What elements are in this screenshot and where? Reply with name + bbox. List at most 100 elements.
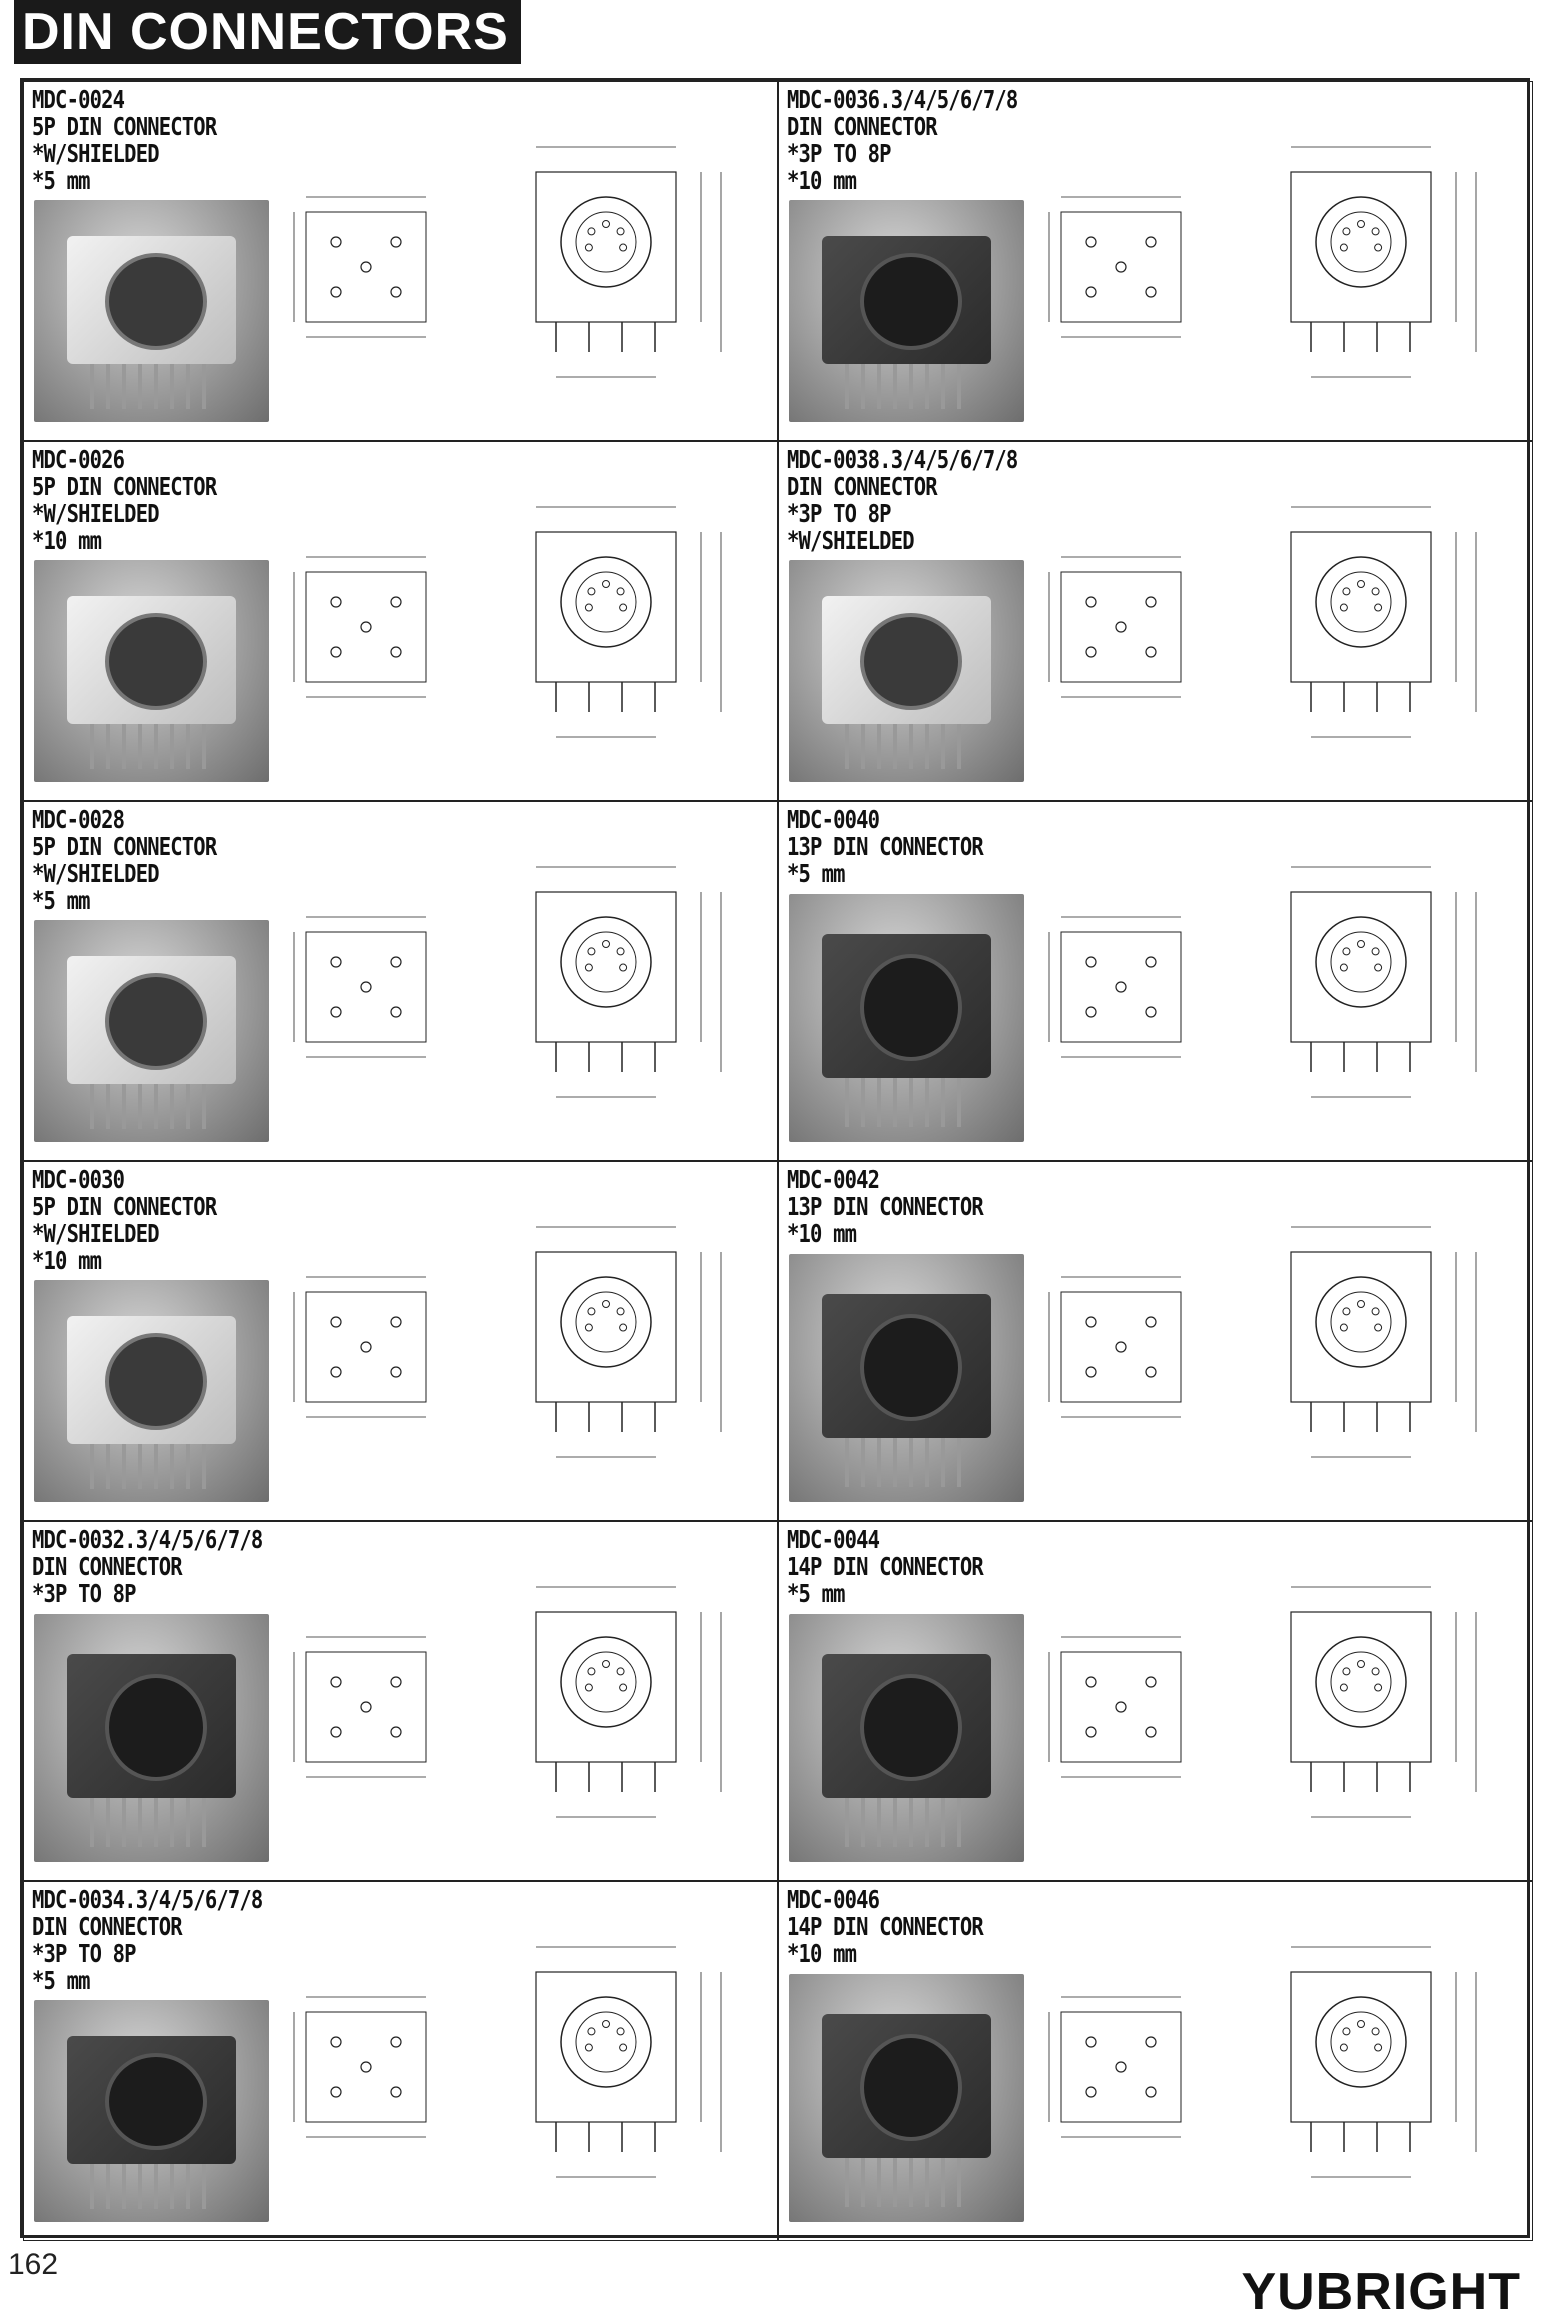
dimension-drawing: [1048, 506, 1477, 738]
dimension-drawing: [1048, 1946, 1477, 2178]
product-spec: *3P TO 8P: [787, 499, 892, 528]
footprint-outline: [1060, 1291, 1182, 1403]
pin-hole: [1115, 1701, 1127, 1713]
pin-hole: [1145, 286, 1157, 298]
product-code: MDC-0044: [787, 1525, 880, 1554]
photo-socket: [104, 973, 207, 1071]
product-spec: *W/SHIELDED: [32, 139, 160, 168]
contact-pin: [1374, 1683, 1383, 1692]
contact-pin: [1374, 1323, 1383, 1332]
connector-outline: [535, 891, 677, 1043]
contact-pin: [587, 227, 596, 236]
contact-pin: [616, 227, 625, 236]
product-code: MDC-0028: [32, 805, 125, 834]
pin-hole: [390, 1726, 402, 1738]
contact-pin: [1342, 2027, 1351, 2036]
photo-pins: [90, 724, 213, 769]
contact-pin: [1342, 1667, 1351, 1676]
photo-pins: [845, 724, 968, 769]
footprint-outline: [305, 571, 427, 683]
socket-ring: [560, 556, 652, 648]
connector-outline: [1290, 531, 1432, 683]
product-spec: 14P DIN CONNECTOR: [787, 1552, 984, 1581]
pin-hole: [1085, 1366, 1097, 1378]
socket-ring: [1315, 1276, 1407, 1368]
photo-pins: [845, 364, 968, 409]
product-code: MDC-0034.3/4/5/6/7/8: [32, 1885, 263, 1914]
product-code: MDC-0046: [787, 1885, 880, 1914]
product-spec: *3P TO 8P: [32, 1579, 137, 1608]
pin-hole: [390, 596, 402, 608]
pin-hole: [330, 2036, 342, 2048]
pin-hole: [1145, 1366, 1157, 1378]
photo-pins: [845, 1437, 968, 1488]
pin-hole: [330, 596, 342, 608]
contact-pin: [602, 1660, 610, 1668]
photo-pins: [845, 2157, 968, 2208]
product-spec: *5 mm: [32, 1966, 90, 1995]
pin-hole: [1145, 596, 1157, 608]
product-spec: *5 mm: [787, 1579, 845, 1608]
contact-pin: [1339, 1683, 1348, 1692]
pin-hole: [390, 1006, 402, 1018]
product-spec: 5P DIN CONNECTOR: [32, 472, 217, 501]
contact-pin: [587, 1307, 596, 1316]
pin-hole: [1085, 1316, 1097, 1328]
pin-hole: [1145, 646, 1157, 658]
pin-hole: [1085, 286, 1097, 298]
dimension-drawing: [1048, 866, 1477, 1098]
pin-hole: [1115, 981, 1127, 993]
contact-pin: [1339, 2043, 1348, 2052]
connector-photo: [34, 920, 269, 1142]
photo-pins: [90, 1797, 213, 1848]
contact-pin: [1342, 587, 1351, 596]
contact-pin: [1374, 603, 1383, 612]
photo-pins: [90, 1444, 213, 1489]
contact-pin: [1357, 1660, 1365, 1668]
socket-ring: [560, 1276, 652, 1368]
dimension-drawing: [293, 1946, 722, 2178]
contact-pin: [619, 1683, 628, 1692]
socket-inner: [1330, 1291, 1392, 1353]
contact-pin: [1371, 1307, 1380, 1316]
product-spec: *W/SHIELDED: [32, 499, 160, 528]
pin-hole: [360, 981, 372, 993]
photo-socket: [104, 1333, 207, 1431]
contact-pin: [587, 2027, 596, 2036]
product-spec: DIN CONNECTOR: [787, 472, 938, 501]
product-spec: *W/SHIELDED: [787, 526, 915, 555]
contact-pin: [1357, 940, 1365, 948]
product-spec: 13P DIN CONNECTOR: [787, 1192, 984, 1221]
pin-hole: [1085, 2086, 1097, 2098]
contact-pin: [1374, 2043, 1383, 2052]
contact-pin: [619, 963, 628, 972]
pin-hole: [1145, 1006, 1157, 1018]
dimension-drawing: [293, 866, 722, 1098]
photo-socket: [859, 253, 962, 351]
contact-pin: [602, 1300, 610, 1308]
contact-pin: [584, 243, 593, 252]
footprint-outline: [1060, 1651, 1182, 1763]
product-spec: *3P TO 8P: [32, 1939, 137, 1968]
socket-inner: [1330, 2011, 1392, 2073]
connector-photo: [789, 560, 1024, 782]
product-spec: DIN CONNECTOR: [787, 112, 938, 141]
product-code: MDC-0024: [32, 85, 125, 114]
contact-pin: [1357, 580, 1365, 588]
photo-socket: [859, 1673, 962, 1781]
contact-pin: [1339, 1323, 1348, 1332]
pin-hole: [360, 1341, 372, 1353]
dimension-drawing: [1048, 146, 1477, 378]
contact-pin: [1339, 243, 1348, 252]
photo-socket: [859, 613, 962, 711]
socket-ring: [560, 1996, 652, 2088]
pin-hole: [330, 956, 342, 968]
